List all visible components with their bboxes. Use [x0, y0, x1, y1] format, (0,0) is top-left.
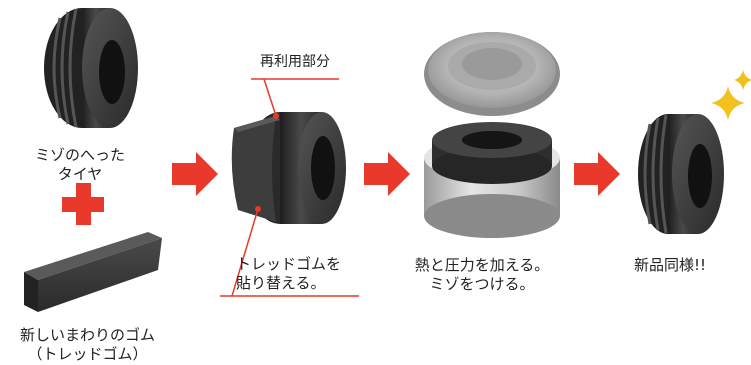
mold-press-illustration [424, 32, 560, 238]
sparkle-icon [711, 70, 751, 120]
new-rubber-label: 新しいまわりのゴム （トレッドゴム） [19, 326, 155, 363]
tread-leader-line [220, 206, 359, 297]
plus-icon [62, 183, 104, 225]
casing-with-tread-illustration [231, 112, 346, 224]
arrow-right-icon [172, 152, 218, 196]
tread-rubber-slab-illustration [24, 232, 162, 312]
heat-press-label: 熱と圧力を加える。 ミゾをつける。 [414, 256, 550, 293]
renewed-tire-illustration [638, 114, 724, 234]
reuse-part-label: 再利用部分 [260, 54, 330, 70]
arrow-right-icon [364, 152, 410, 196]
reuse-part-leader-line [251, 78, 339, 119]
worn-tire-label: ミゾのへった タイヤ [34, 146, 125, 183]
worn-tire-illustration [44, 8, 138, 128]
result-label: 新品同様!! [633, 256, 707, 274]
tread-replace-label: トレッドゴムを 貼り替える。 [236, 255, 342, 292]
arrow-right-icon [574, 152, 620, 196]
